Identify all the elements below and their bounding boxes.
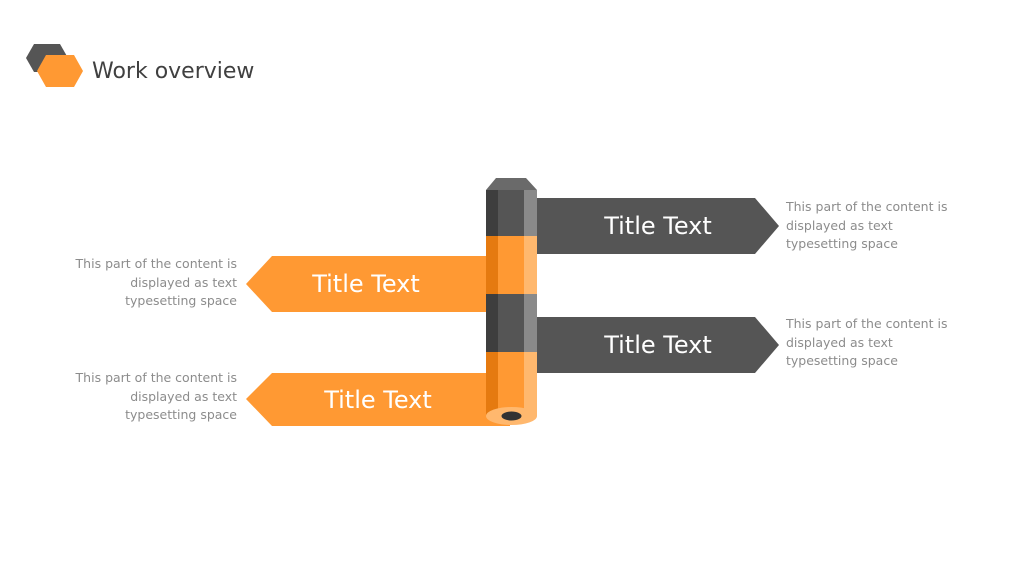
banner-1-shape	[500, 198, 779, 254]
pencil-segment-1-dark	[486, 190, 498, 236]
hexagon-logo-icon	[26, 44, 83, 87]
pencil-segment-2-dark	[486, 236, 498, 294]
banner-4-title: Title Text	[324, 386, 432, 414]
pencil-top-cap	[486, 178, 537, 190]
pencil-segment-4-light	[524, 352, 537, 416]
pencil-segment-2-light	[524, 236, 537, 294]
banner-1-title: Title Text	[604, 212, 712, 240]
orange-hexagon-icon	[37, 55, 83, 87]
banner-4-shape	[246, 373, 510, 426]
pencil-column	[486, 178, 537, 425]
pencil-segment-1-light	[524, 190, 537, 236]
pencil-segment-4-dark	[486, 352, 498, 416]
pencil-core-icon	[501, 411, 522, 421]
banner-2-title: Title Text	[312, 270, 420, 298]
item-2-description: This part of the content is displayed as…	[75, 256, 237, 308]
banner-2-shape	[246, 256, 510, 312]
banner-3-shape	[500, 317, 779, 373]
banner-3-title: Title Text	[604, 331, 712, 359]
pencil-segment-1-mid	[498, 190, 524, 236]
item-4-description: This part of the content is displayed as…	[75, 370, 237, 422]
item-1-description: This part of the content is displayed as…	[786, 199, 948, 251]
pencil-segment-3-mid	[498, 294, 524, 352]
pencil-segment-3-light	[524, 294, 537, 352]
page-title: Work overview	[92, 59, 255, 84]
pencil-segment-2-mid	[498, 236, 524, 294]
item-3-description: This part of the content is displayed as…	[786, 316, 948, 368]
pencil-segment-3-dark	[486, 294, 498, 352]
pencil-segment-4-mid	[498, 352, 524, 416]
